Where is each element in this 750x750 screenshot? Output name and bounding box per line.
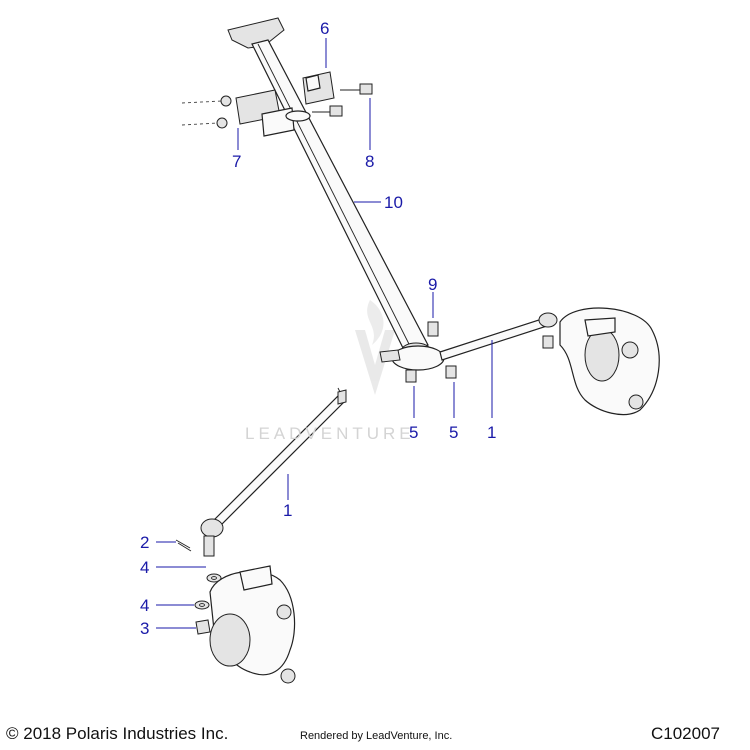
callout-6: 6 bbox=[320, 19, 329, 38]
bolt-8b bbox=[312, 105, 343, 117]
callout-2: 2 bbox=[140, 533, 149, 552]
nut-7b bbox=[181, 117, 228, 129]
callout-8: 8 bbox=[365, 152, 374, 171]
callout-10: 10 bbox=[384, 193, 403, 212]
column-clamp-upper bbox=[302, 71, 335, 105]
tie-rod-left bbox=[200, 387, 347, 557]
callout-5a: 5 bbox=[409, 423, 418, 442]
callout-4a: 4 bbox=[140, 558, 149, 577]
callout-4b: 4 bbox=[140, 596, 149, 615]
bolt-8a bbox=[340, 83, 373, 95]
callout-5b: 5 bbox=[449, 423, 458, 442]
washer-4a bbox=[206, 573, 222, 583]
copyright-text: © 2018 Polaris Industries Inc. bbox=[6, 724, 229, 743]
leadventure-watermark-logo bbox=[355, 300, 395, 395]
watermark-text: LEADVENTURE bbox=[245, 424, 415, 443]
rendered-by-text: Rendered by LeadVenture, Inc. bbox=[300, 730, 453, 742]
callout-3: 3 bbox=[140, 619, 149, 638]
callout-9: 9 bbox=[428, 275, 437, 294]
washer-4b bbox=[194, 600, 210, 610]
steering-column bbox=[227, 17, 431, 358]
tie-rod-right bbox=[439, 312, 558, 361]
callout-1b: 1 bbox=[283, 501, 292, 520]
cotter-pin bbox=[175, 539, 192, 552]
nut-7a bbox=[181, 95, 232, 107]
callout-7: 7 bbox=[232, 152, 241, 171]
column-clamp-lower bbox=[235, 89, 311, 137]
steering-knuckle-right bbox=[559, 307, 660, 415]
figure-code: C102007 bbox=[650, 724, 720, 743]
nut-3 bbox=[195, 619, 211, 635]
callout-1a: 1 bbox=[487, 423, 496, 442]
steering-knuckle-left bbox=[209, 565, 296, 684]
